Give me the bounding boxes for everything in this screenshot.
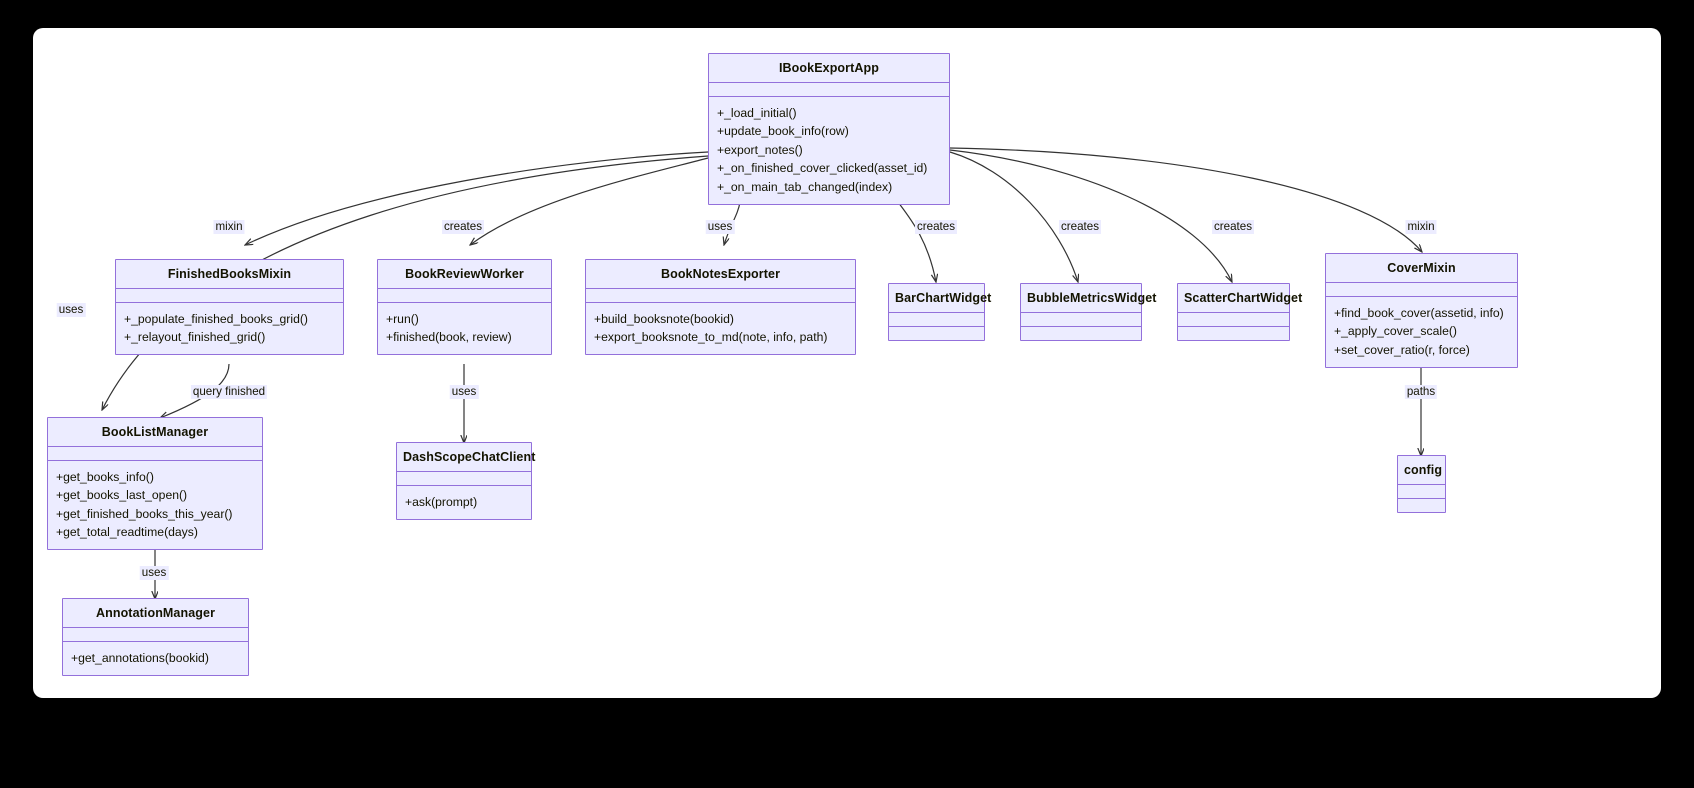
- class-title: FinishedBooksMixin: [116, 260, 343, 289]
- class-title: IBookExportApp: [709, 54, 949, 83]
- edge-label-paths-config: paths: [1404, 385, 1438, 399]
- class-attributes: [1021, 313, 1141, 327]
- edge-label-uses-dashscopechatclient: uses: [449, 385, 479, 399]
- method-row: +set_cover_ratio(r, force): [1334, 342, 1470, 357]
- method-row: +get_books_info(): [56, 469, 154, 484]
- edge-label-creates-bubblemetricswidget: creates: [1058, 220, 1102, 234]
- method-row: +export_booksnote_to_md(note, info, path…: [594, 330, 828, 344]
- class-title: ScatterChartWidget: [1178, 284, 1302, 313]
- class-title: BookNotesExporter: [586, 260, 855, 289]
- class-title: BookReviewWorker: [378, 260, 551, 289]
- class-attributes: [889, 313, 984, 327]
- class-title: config: [1398, 456, 1445, 485]
- class-methods: [1398, 499, 1445, 512]
- class-methods: +build_booksnote(bookid) +export_booksno…: [586, 303, 855, 354]
- class-title: CoverMixin: [1326, 254, 1517, 283]
- method-row: +build_booksnote(bookid): [594, 311, 734, 326]
- class-methods: [889, 327, 984, 340]
- class-methods: [1178, 327, 1289, 340]
- method-row: +finished(book, review): [386, 330, 512, 344]
- class-title: BubbleMetricsWidget: [1021, 284, 1156, 313]
- method-row: +get_annotations(bookid): [71, 650, 209, 665]
- class-attributes: [1326, 283, 1517, 297]
- class-node-annotationmanager[interactable]: AnnotationManager +get_annotations(booki…: [62, 598, 249, 676]
- class-methods: +_load_initial() +update_book_info(row) …: [709, 97, 949, 204]
- class-node-covermixin[interactable]: CoverMixin +find_book_cover(assetid, inf…: [1325, 253, 1518, 368]
- class-title: BarChartWidget: [889, 284, 991, 313]
- class-node-barchartwidget[interactable]: BarChartWidget: [888, 283, 991, 341]
- class-attributes: [1398, 485, 1445, 499]
- class-methods: +find_book_cover(assetid, info) +_apply_…: [1326, 297, 1517, 367]
- class-methods: +run() +finished(book, review): [378, 303, 551, 354]
- class-node-config[interactable]: config: [1397, 455, 1446, 513]
- class-attributes: [63, 628, 248, 642]
- class-attributes: [586, 289, 855, 303]
- edge-label-query-finished: query finished: [190, 385, 268, 399]
- class-methods: [1021, 327, 1141, 340]
- class-methods: +ask(prompt): [397, 486, 531, 519]
- class-node-booklistmanager[interactable]: BookListManager +get_books_info() +get_b…: [47, 417, 263, 550]
- class-attributes: [397, 472, 531, 486]
- class-node-bubblemetricswidget[interactable]: BubbleMetricsWidget: [1020, 283, 1156, 341]
- class-node-bookreviewworker[interactable]: BookReviewWorker +run() +finished(book, …: [377, 259, 552, 355]
- class-attributes: [1178, 313, 1289, 327]
- class-title: BookListManager: [48, 418, 262, 447]
- method-row: +_on_finished_cover_clicked(asset_id): [717, 161, 928, 175]
- method-row: +export_notes(): [717, 142, 803, 157]
- class-attributes: [709, 83, 949, 97]
- method-row: +ask(prompt): [405, 494, 478, 509]
- method-row: +get_total_readtime(days): [56, 525, 198, 539]
- method-row: +_on_main_tab_changed(index): [717, 179, 893, 194]
- class-methods: +_populate_finished_books_grid() +_relay…: [116, 303, 343, 354]
- method-row: +find_book_cover(assetid, info): [1334, 305, 1504, 320]
- edge-label-creates-bookreviewworker: creates: [441, 220, 485, 234]
- method-row: +run(): [386, 311, 419, 326]
- edge-label-uses-booknotesexporter: uses: [705, 220, 735, 234]
- edge-label-uses-annotationmanager: uses: [139, 566, 169, 580]
- class-attributes: [48, 447, 262, 461]
- class-node-ibookexportapp[interactable]: IBookExportApp +_load_initial() +update_…: [708, 53, 950, 205]
- method-row: +get_finished_books_this_year(): [56, 506, 233, 521]
- edge-label-mixin-finishedbooksmixin: mixin: [213, 220, 245, 234]
- method-row: +_populate_finished_books_grid(): [124, 311, 308, 326]
- class-attributes: [378, 289, 551, 303]
- class-node-scatterchartwidget[interactable]: ScatterChartWidget: [1177, 283, 1302, 341]
- edge-label-creates-barchartwidget: creates: [914, 220, 958, 234]
- method-row: +_load_initial(): [717, 105, 797, 120]
- class-title: AnnotationManager: [63, 599, 248, 628]
- class-methods: +get_books_info() +get_books_last_open()…: [48, 461, 262, 549]
- method-row: +get_books_last_open(): [56, 488, 188, 502]
- method-row: +_apply_cover_scale(): [1334, 324, 1457, 338]
- class-node-booknotesexporter[interactable]: BookNotesExporter +build_booksnote(booki…: [585, 259, 856, 355]
- method-row: +_relayout_finished_grid(): [124, 330, 266, 344]
- class-methods: +get_annotations(bookid): [63, 642, 248, 675]
- edge-label-mixin-covermixin: mixin: [1405, 220, 1437, 234]
- edge-label-creates-scatterchartwidget: creates: [1211, 220, 1255, 234]
- class-node-dashscopechatclient[interactable]: DashScopeChatClient +ask(prompt): [396, 442, 535, 520]
- class-attributes: [116, 289, 343, 303]
- method-row: +update_book_info(row): [717, 124, 849, 138]
- class-title: DashScopeChatClient: [397, 443, 535, 472]
- edge-label-uses-booklistmanager: uses: [56, 303, 86, 317]
- class-node-finishedbooksmixin[interactable]: FinishedBooksMixin +_populate_finished_b…: [115, 259, 344, 355]
